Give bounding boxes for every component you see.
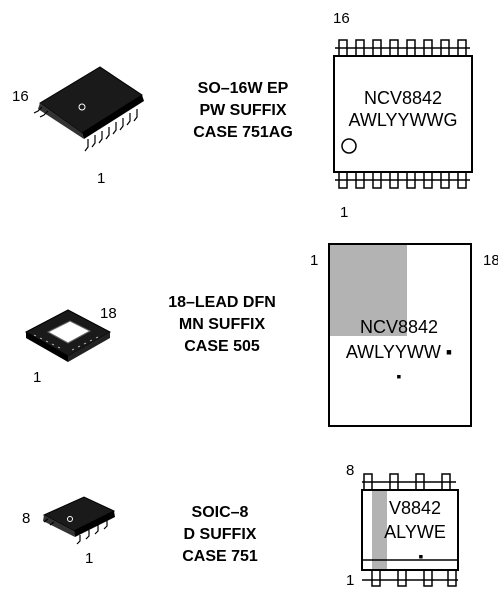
- marking-pin-8-label: 8: [346, 462, 355, 479]
- so16w-package-illustration: [33, 66, 144, 152]
- dfn18-marking-line: NCV8842: [359, 317, 439, 337]
- package-pin-16-label: 16: [12, 88, 29, 105]
- case-line: CASE 505: [184, 338, 260, 355]
- so16w-case-label: SO–16W EP PW SUFFIX CASE 751AG: [172, 78, 314, 144]
- soic8-marking-line: ALYWE: [384, 522, 446, 542]
- soic8-package-illustration: [42, 496, 116, 545]
- case-line: CASE 751: [182, 548, 258, 565]
- dfn18-case-label: 18–LEAD DFN MN SUFFIX CASE 505: [142, 292, 302, 358]
- case-line: 18–LEAD DFN: [168, 294, 276, 311]
- soic8-marking-diagram: [361, 473, 459, 587]
- soic8-marking-dot: ▪: [418, 548, 424, 564]
- marking-pin-1-label: 1: [346, 572, 355, 589]
- package-pin-8-label: 8: [22, 510, 31, 527]
- marking-pin-18-label: 18: [483, 252, 498, 269]
- dfn18-marking-dot: ▪: [396, 368, 402, 384]
- dfn18-marking-diagram: [328, 243, 472, 427]
- case-line: MN SUFFIX: [178, 316, 266, 333]
- package-pin-1-label: 1: [33, 369, 42, 386]
- case-line: D SUFFIX: [183, 526, 257, 543]
- soic8-marking-line: V8842: [388, 498, 442, 518]
- so16w-marking-diagram: [333, 39, 473, 189]
- so16w-marking-line: AWLYYWWG: [348, 110, 458, 130]
- marking-pin-1-label: 1: [310, 252, 319, 269]
- package-pin-1-label: 1: [97, 170, 106, 187]
- case-line: SO–16W EP: [197, 80, 289, 97]
- dfn18-package-illustration: [24, 309, 112, 362]
- so16w-marking-line: NCV8842: [363, 88, 443, 108]
- soic8-case-label: SOIC–8 D SUFFIX CASE 751: [165, 502, 275, 568]
- dfn18-marking-line: AWLYYWW ▪: [345, 342, 453, 362]
- package-pin-18-label: 18: [100, 305, 117, 322]
- case-line: CASE 751AG: [193, 124, 293, 141]
- marking-pin-16-label: 16: [333, 10, 350, 27]
- case-line: SOIC–8: [191, 504, 249, 521]
- marking-pin-1-label: 1: [340, 204, 349, 221]
- case-line: PW SUFFIX: [199, 102, 287, 119]
- package-pin-1-label: 1: [85, 550, 94, 567]
